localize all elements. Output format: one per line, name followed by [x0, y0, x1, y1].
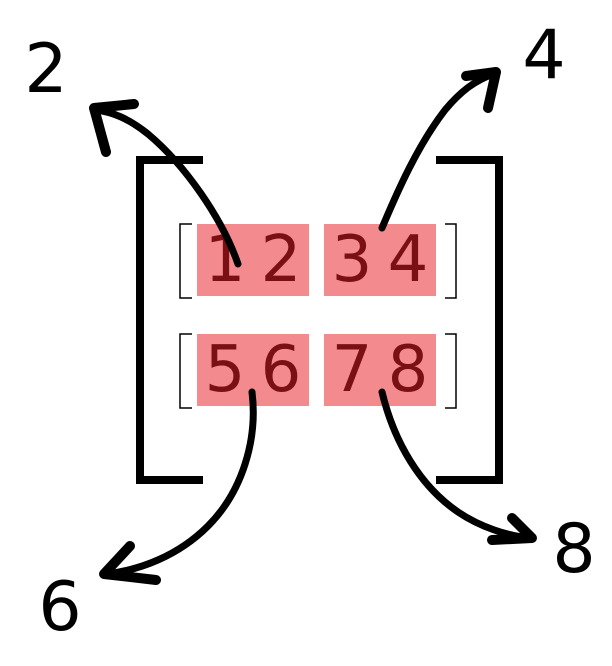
row-2-bracket-right: [445, 333, 457, 409]
result-label-top-right: 4: [522, 16, 566, 95]
matrix-cell: 3: [331, 223, 373, 297]
highlight-pair-3-4: [324, 224, 436, 296]
matrix-cell: 6: [260, 333, 302, 407]
matrix-cell: 2: [260, 223, 302, 297]
arrow-top-left: [89, 99, 242, 268]
outer-bracket-right: [436, 156, 503, 484]
result-label-bottom-right: 8: [552, 510, 596, 589]
matrix-cell: 7: [331, 333, 373, 407]
row-1-bracket-right: [445, 223, 457, 299]
arrow-bottom-right: [378, 388, 537, 545]
matrix-cell: 4: [387, 223, 429, 297]
row-2-bracket-left: [179, 333, 192, 409]
row-1-bracket-left: [179, 223, 192, 299]
result-label-top-left: 2: [24, 30, 68, 109]
arrow-bottom-left: [99, 388, 257, 585]
matrix-cell: 8: [387, 333, 429, 407]
matrix-cell: 5: [204, 333, 246, 407]
arrow-top-right: [378, 67, 501, 232]
result-label-bottom-left: 6: [38, 568, 82, 647]
highlight-pair-1-2: [197, 224, 309, 296]
